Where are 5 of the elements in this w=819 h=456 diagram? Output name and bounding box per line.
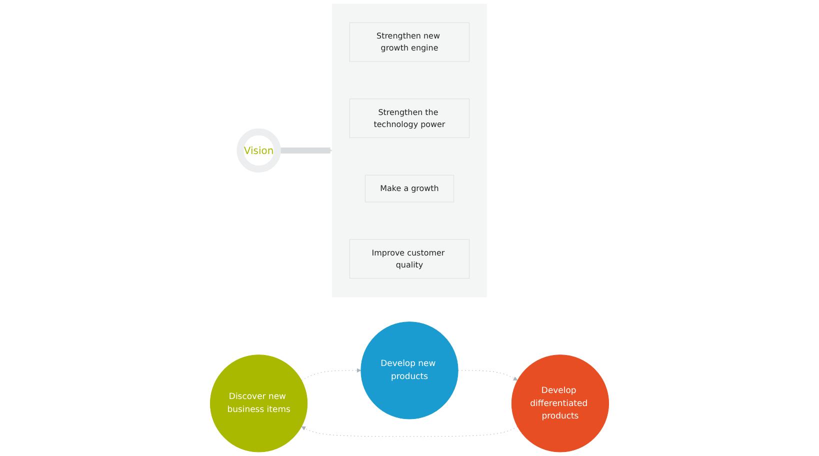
cluster — [332, 4, 487, 298]
node-circle: Develop new products — [360, 322, 458, 420]
node-circle: Discover new business items — [210, 354, 308, 452]
node-circle: Vision — [236, 128, 281, 173]
node-circle: Develop differentiated products — [511, 354, 610, 452]
